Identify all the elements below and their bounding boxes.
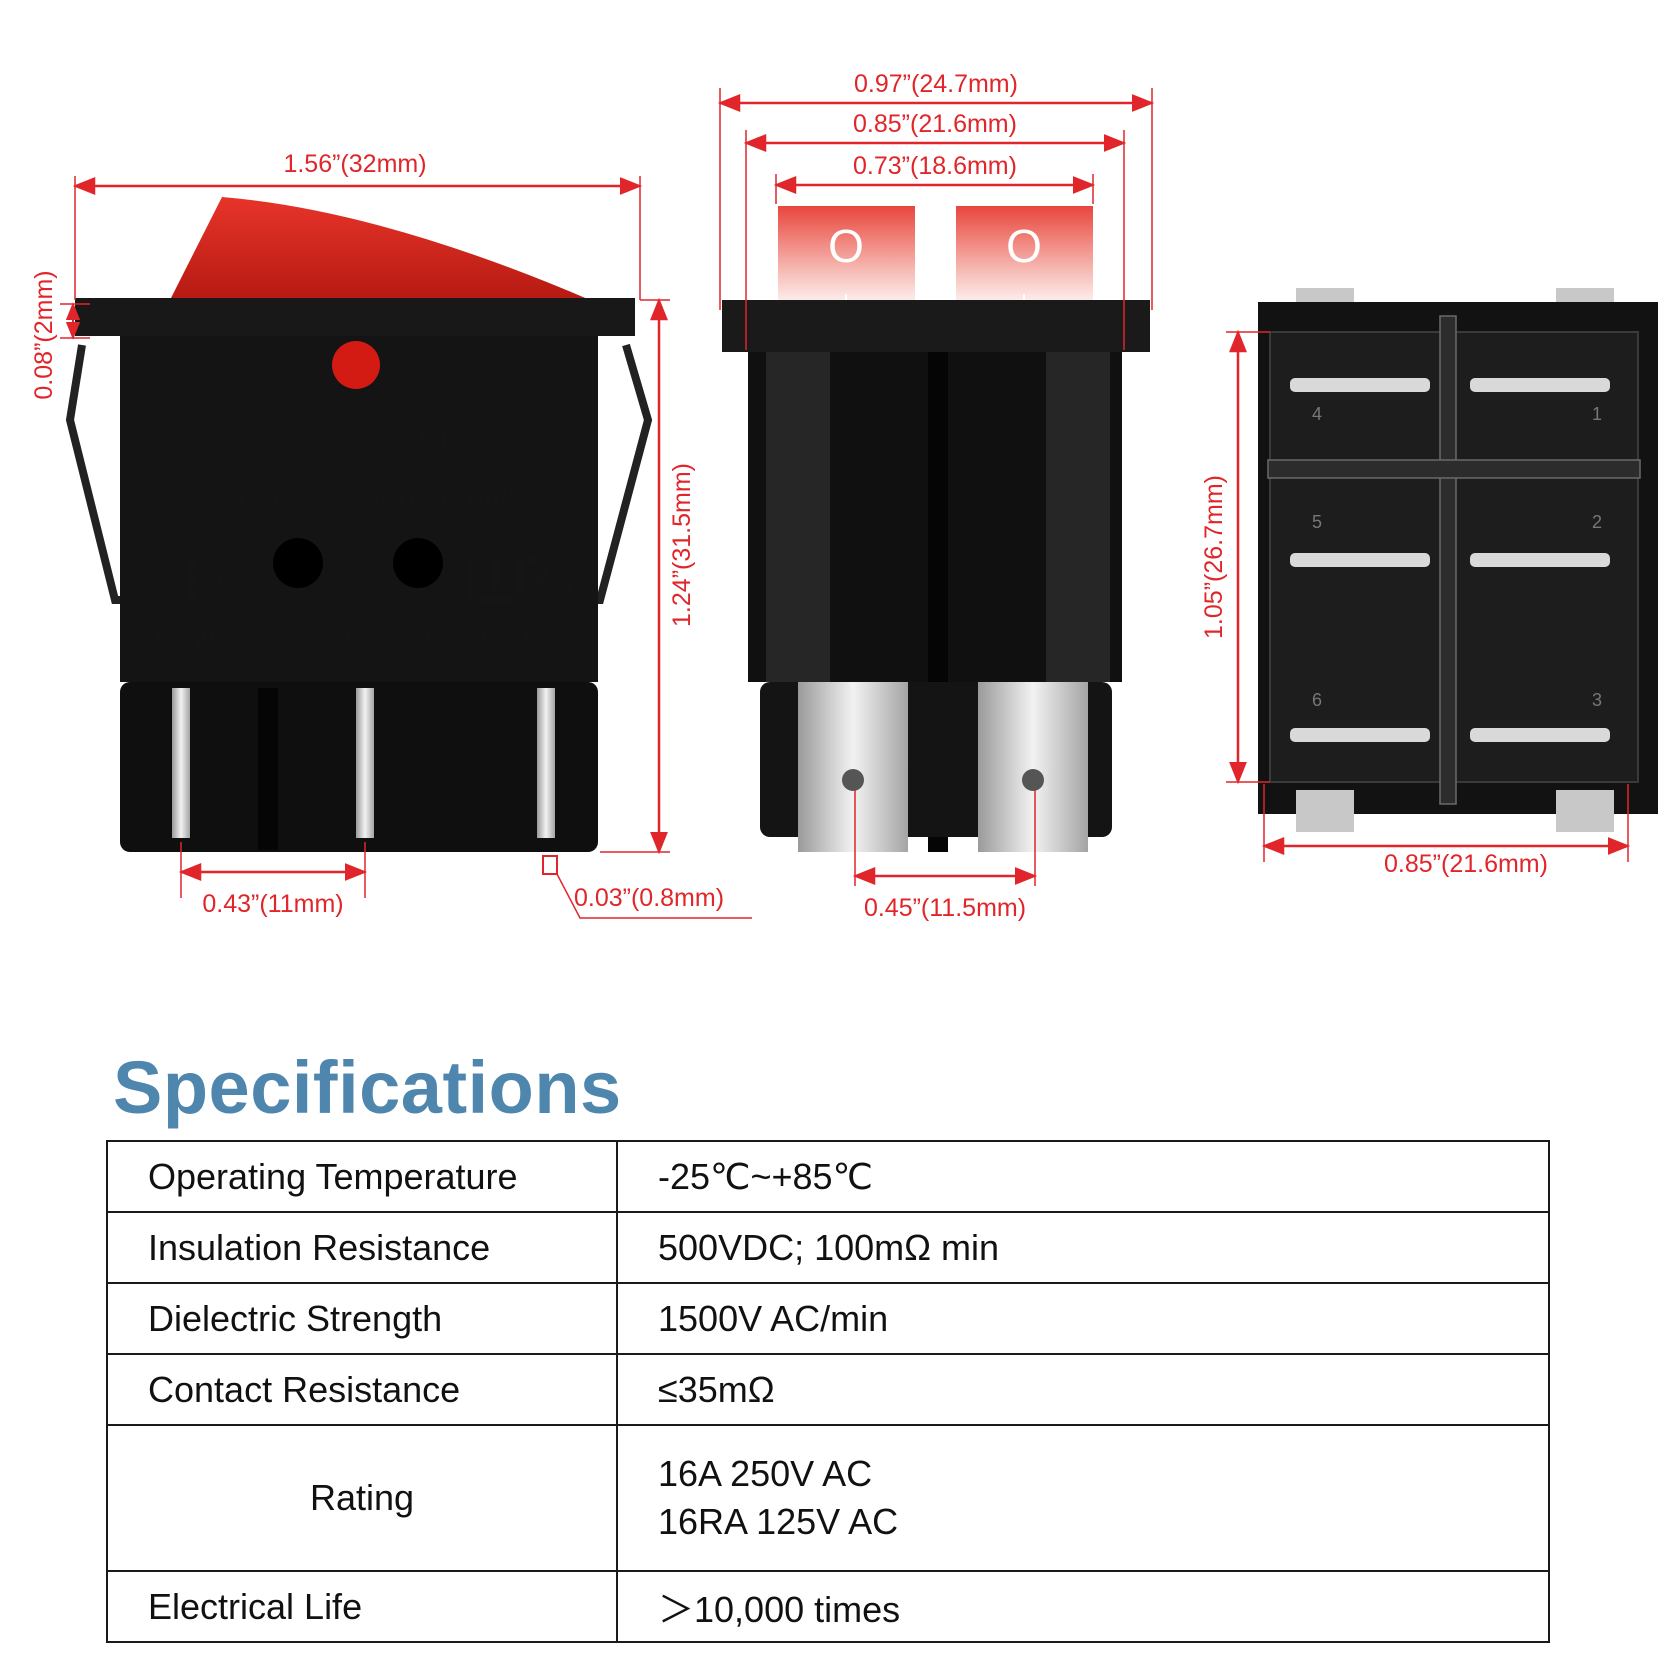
table-row: Contact Resistance ≤35mΩ <box>106 1353 1550 1426</box>
contact-2 <box>1470 553 1610 567</box>
spec-value-line-2: 16RA 125V AC <box>658 1501 899 1542</box>
front-terminal-right <box>978 682 1088 852</box>
spec-label: Operating Temperature <box>106 1140 618 1213</box>
front-terminal-left <box>798 682 908 852</box>
spec-value: ＞10,000 times <box>616 1570 1550 1643</box>
ul-logo-icon <box>466 556 555 604</box>
contact-3 <box>1470 728 1610 742</box>
pin-divider <box>258 688 278 850</box>
table-row: Operating Temperature -25℃~+85℃ <box>106 1140 1550 1213</box>
spec-label: Dielectric Strength <box>106 1282 618 1355</box>
terminal-left-hole <box>842 769 864 791</box>
spec-value: ≤35mΩ <box>616 1353 1550 1426</box>
dim-front-rockers: 0.73”(18.6mm) <box>853 152 1017 180</box>
dim-front-outer: 0.97”(24.7mm) <box>854 70 1018 98</box>
dim-front-mid: 0.85”(21.6mm) <box>853 110 1017 138</box>
spec-label: Electrical Life <box>106 1570 618 1643</box>
rocker-left-off-symbol: O <box>828 220 864 272</box>
bottom-divider-v <box>1439 315 1457 805</box>
dim-width-total: 1.56”(32mm) <box>283 150 426 178</box>
table-row: Insulation Resistance 500VDC; 100mΩ min <box>106 1211 1550 1284</box>
dim-pin-thickness: 0.03”(0.8mm) <box>574 884 724 912</box>
dim-bottom-height: 1.05”(26.7mm) <box>1200 475 1228 639</box>
front-side-right <box>1046 352 1110 682</box>
side-view: RK1-23 16(6)A 250VAC T100/55 16A 250VAC … <box>65 197 653 852</box>
table-row: Dielectric Strength 1500V AC/min <box>106 1282 1550 1355</box>
specifications-table: Operating Temperature -25℃~+85℃ Insulati… <box>106 1140 1550 1643</box>
spring-left <box>65 344 128 604</box>
pin-number-6: 6 <box>1312 690 1322 710</box>
spec-value-multiline: 16A 250V AC 16RA 125V AC <box>616 1424 1550 1572</box>
hole-2 <box>393 538 443 588</box>
spec-value: 500VDC; 100mΩ min <box>616 1211 1550 1284</box>
pin-number-4: 4 <box>1312 404 1322 424</box>
kc-logo-icon <box>190 558 228 602</box>
bottom-tab-br <box>1556 790 1614 832</box>
front-rocker-right <box>956 206 1093 312</box>
bezel <box>75 298 635 336</box>
switch-dimension-drawing: RK1-23 16(6)A 250VAC T100/55 16A 250VAC … <box>30 70 1658 922</box>
front-rocker-left <box>778 206 915 312</box>
dim-pin-pitch-side: 0.43”(11mm) <box>202 890 343 918</box>
dim-height-body: 1.24”(31.5mm) <box>668 463 696 627</box>
spec-value: -25℃~+85℃ <box>616 1140 1550 1213</box>
table-row: Electrical Life ＞10,000 times <box>106 1570 1550 1643</box>
dim-bottom-width: 0.85”(21.6mm) <box>1384 850 1548 878</box>
ul-c-text: C <box>445 576 464 606</box>
vde-text: D V E <box>168 495 199 509</box>
bottom-divider-h <box>1267 459 1641 479</box>
spec-label: Rating <box>106 1424 618 1572</box>
contact-6 <box>1290 728 1430 742</box>
rocker-red <box>170 197 590 300</box>
terminal-right-hole <box>1022 769 1044 791</box>
hole-1 <box>273 538 323 588</box>
front-dimensions: 0.97”(24.7mm) 0.85”(21.6mm) 0.73”(18.6mm… <box>717 70 1155 922</box>
specifications-title: Specifications <box>113 1046 622 1129</box>
contact-5 <box>1290 553 1430 567</box>
ul-reg-text: ® <box>540 546 553 566</box>
pin-number-3: 3 <box>1592 690 1602 710</box>
front-view: O O I I <box>722 206 1150 852</box>
rating-right-marking: 16RA 125VAC T85/55 <box>330 624 587 654</box>
contact-4 <box>1290 378 1430 392</box>
pin-2 <box>356 688 374 838</box>
table-row: Rating 16A 250V AC 16RA 125V AC <box>106 1424 1550 1572</box>
rating-top-marking: 16(6)A 250VAC T100/55 <box>232 485 539 516</box>
rocker-right-off-symbol: O <box>1006 220 1042 272</box>
pin-number-2: 2 <box>1592 512 1602 532</box>
spec-label: Insulation Resistance <box>106 1211 618 1284</box>
model-marking: RK1-23 <box>420 422 516 453</box>
dim-bezel: 0.08”(2mm) <box>30 270 58 399</box>
indicator-light <box>332 341 380 389</box>
pin-3 <box>537 688 555 838</box>
contact-1 <box>1470 378 1610 392</box>
pin-number-1: 1 <box>1592 404 1602 424</box>
bottom-dimensions: 1.05”(26.7mm) 0.85”(21.6mm) <box>1200 329 1631 878</box>
pin-number-5: 5 <box>1312 512 1322 532</box>
ul-us-text: US <box>554 576 590 606</box>
front-bezel <box>722 300 1150 352</box>
dim-front-pin-pitch: 0.45”(11.5mm) <box>864 894 1026 922</box>
pin-1 <box>172 688 190 838</box>
spec-value: 1500V AC/min <box>616 1282 1550 1355</box>
side-dimensions: 1.56”(32mm) 0.08”(2mm) 1.24”(31.5mm) 0.4… <box>30 150 752 919</box>
spec-label: Contact Resistance <box>106 1353 618 1426</box>
rating-left-marking: 16A 250VAC <box>140 624 291 654</box>
front-side-left <box>766 352 830 682</box>
bottom-tab-bl <box>1296 790 1354 832</box>
spec-value-line-1: 16A 250V AC <box>658 1453 873 1494</box>
bottom-view: 4 1 5 2 6 3 <box>1258 288 1658 832</box>
switch-body <box>120 336 598 682</box>
vde-logo-icon <box>154 479 210 530</box>
